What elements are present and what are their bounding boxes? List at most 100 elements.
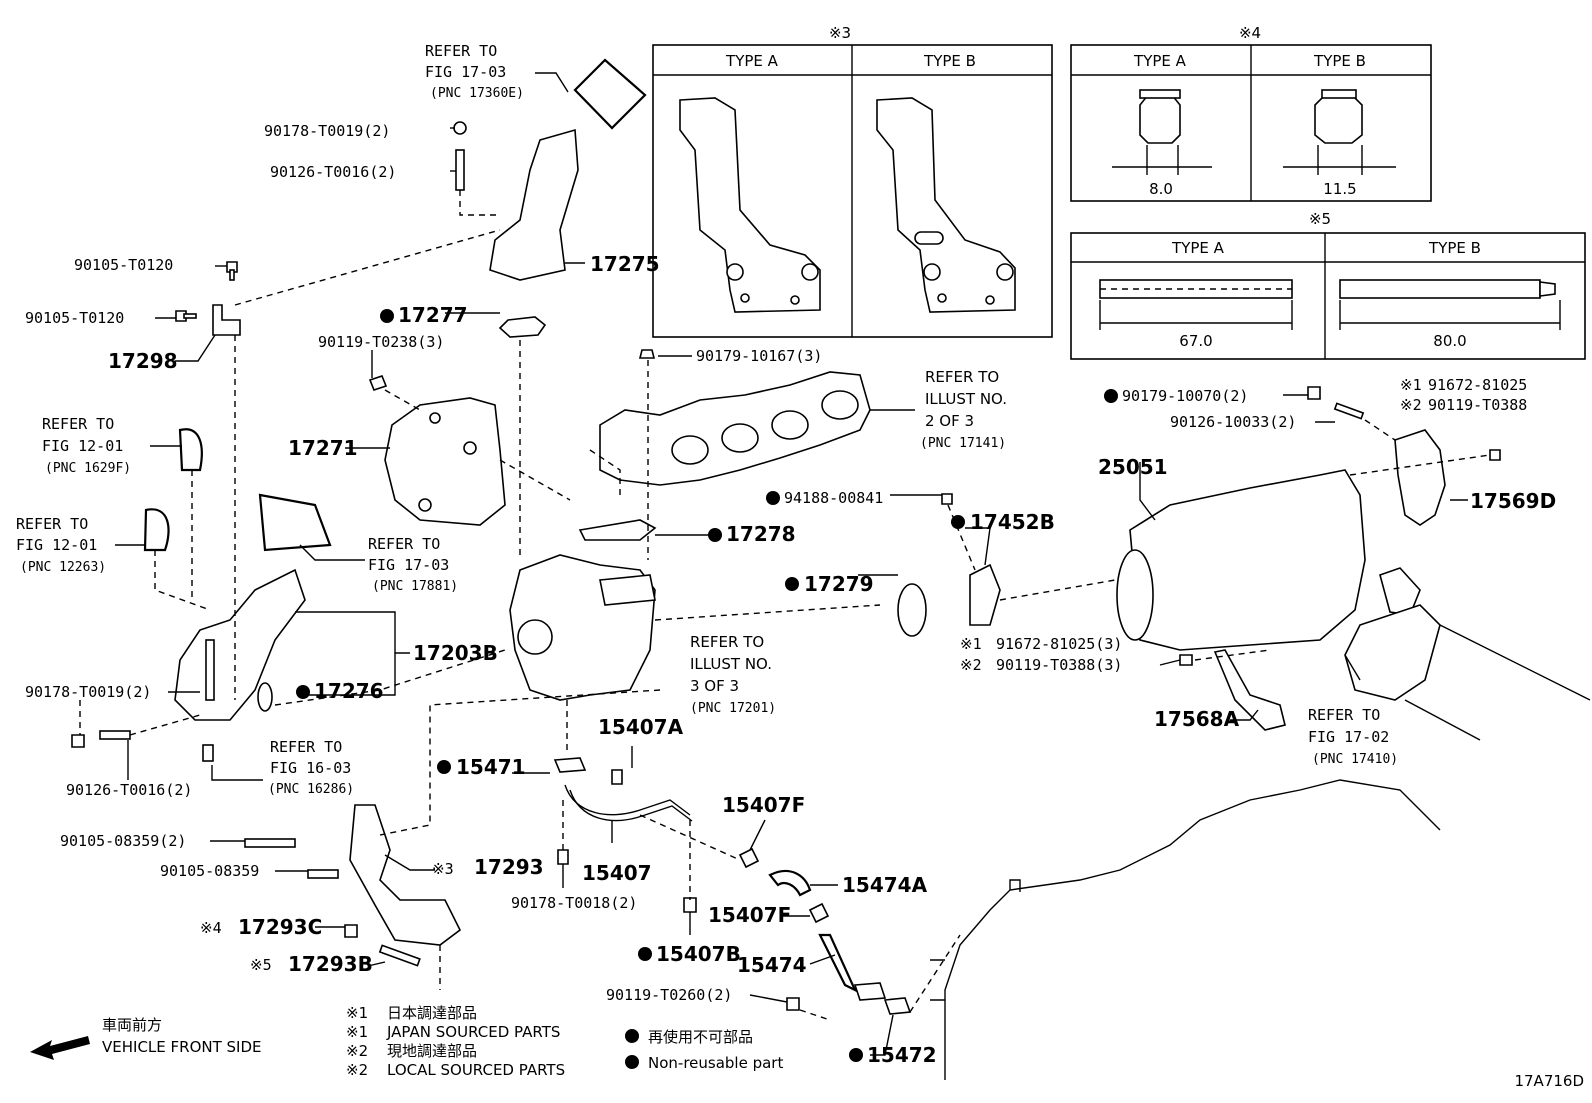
- label-90179-10167: 90179-10167(3): [696, 347, 822, 365]
- svg-text:(PNC 1629F): (PNC 1629F): [45, 461, 131, 476]
- legend: 車両前方 VEHICLE FRONT SIDE ※1 日本調達部品 ※1 JAP…: [30, 1004, 783, 1079]
- label-90178-t0019-left: 90178-T0019(2): [25, 683, 151, 701]
- label-90126-10033: 90126-10033(2): [1170, 413, 1296, 431]
- svg-text:2 OF 3: 2 OF 3: [925, 412, 974, 430]
- svg-text:REFER TO: REFER TO: [925, 368, 999, 386]
- label-91672-81025-top-mark: ※1: [1400, 376, 1422, 394]
- inset-5-dim-a: 67.0: [1179, 332, 1212, 350]
- non-reusable-dot: [638, 947, 652, 961]
- label-15472: 15472: [867, 1043, 937, 1067]
- stud-type-b-drawing: 80.0: [1339, 279, 1561, 350]
- inset-3-type-b: TYPE B: [923, 52, 976, 70]
- label-17271: 17271: [288, 436, 358, 460]
- label-90105-t0120-a: 90105-T0120: [74, 256, 173, 274]
- legend-nonreuse-jp: 再使用不可部品: [648, 1028, 753, 1046]
- legend-note2-en: LOCAL SOURCED PARTS: [387, 1061, 565, 1079]
- label-90119-t0388-bot-mark: ※2: [960, 656, 982, 674]
- leader-lines: [79, 72, 1491, 1056]
- non-reusable-dot: [437, 760, 451, 774]
- label-17293b-mark: ※5: [250, 956, 272, 974]
- inset-5-type-a: TYPE A: [1171, 239, 1225, 257]
- label-15407f-b: 15407F: [708, 903, 791, 927]
- svg-text:(PNC 17141): (PNC 17141): [920, 436, 1006, 451]
- svg-text:3 OF 3: 3 OF 3: [690, 677, 739, 695]
- label-90126-t0016-left: 90126-T0016(2): [66, 781, 192, 799]
- label-17568a: 17568A: [1154, 707, 1240, 731]
- legend-note1-en: JAPAN SOURCED PARTS: [386, 1023, 560, 1041]
- inset-3-mark: ※3: [829, 24, 851, 42]
- svg-text:FIG 17-03: FIG 17-03: [425, 63, 506, 81]
- label-15407a: 15407A: [598, 715, 684, 739]
- label-17279: 17279: [804, 572, 874, 596]
- legend-note2-mark-en: ※2: [346, 1061, 368, 1079]
- legend-front-jp: 車両前方: [102, 1016, 162, 1034]
- refer-17-02: REFER TO FIG 17-02 (PNC 17410): [1308, 706, 1398, 767]
- refer-17-03a: REFER TO FIG 17-03 (PNC 17360E): [425, 42, 524, 101]
- label-15407f-a: 15407F: [722, 793, 805, 817]
- label-90119-t0260: 90119-T0260(2): [606, 986, 732, 1004]
- label-17293c-mark: ※4: [200, 919, 222, 937]
- label-25051: 25051: [1098, 455, 1168, 479]
- label-15407b: 15407B: [656, 942, 741, 966]
- label-90119-t0388-top: 90119-T0388: [1428, 396, 1527, 414]
- svg-text:(PNC 17410): (PNC 17410): [1312, 752, 1398, 767]
- refer-illust-2: REFER TO ILLUST NO. 2 OF 3 (PNC 17141): [920, 368, 1007, 451]
- inset-5-dim-b: 80.0: [1433, 332, 1466, 350]
- inset-4: ※4 TYPE A TYPE B 8.0 11.5: [1070, 24, 1432, 202]
- inset-4-type-b: TYPE B: [1313, 52, 1366, 70]
- inset-5: ※5 TYPE A TYPE B 67.0 80.0: [1070, 210, 1586, 360]
- svg-text:(PNC 17201): (PNC 17201): [690, 701, 776, 716]
- label-91672-81025-bot-mark: ※1: [960, 635, 982, 653]
- nut-type-b-drawing: 11.5: [1283, 89, 1396, 198]
- non-reusable-dot: [849, 1048, 863, 1062]
- svg-text:REFER TO: REFER TO: [425, 42, 497, 60]
- figure-id: 17A716D: [1514, 1072, 1584, 1090]
- stud-type-a-drawing: 67.0: [1099, 279, 1293, 350]
- label-15474a: 15474A: [842, 873, 928, 897]
- svg-text:(PNC 16286): (PNC 16286): [268, 782, 354, 797]
- svg-text:FIG 12-01: FIG 12-01: [16, 536, 97, 554]
- non-reusable-dot: [380, 309, 394, 323]
- label-90119-t0238: 90119-T0238(3): [318, 333, 444, 351]
- svg-text:REFER TO: REFER TO: [690, 633, 764, 651]
- label-17203b: 17203B: [413, 641, 498, 665]
- non-reusable-dot-icon: [625, 1055, 639, 1069]
- label-17569d: 17569D: [1470, 489, 1556, 513]
- non-reusable-dot: [951, 515, 965, 529]
- label-17277: 17277: [398, 303, 468, 327]
- legend-note2-jp: 現地調達部品: [387, 1042, 477, 1060]
- legend-note2-mark-jp: ※2: [346, 1042, 368, 1060]
- inset-3-type-a: TYPE A: [725, 52, 779, 70]
- svg-text:(PNC 17360E): (PNC 17360E): [430, 86, 524, 101]
- label-17298: 17298: [108, 349, 178, 373]
- svg-text:FIG 17-02: FIG 17-02: [1308, 728, 1389, 746]
- nut-type-a-drawing: 8.0: [1112, 89, 1212, 198]
- non-reusable-dot: [708, 528, 722, 542]
- label-17275: 17275: [590, 252, 660, 276]
- label-90105-08359-2: 90105-08359(2): [60, 832, 186, 850]
- svg-text:REFER TO: REFER TO: [42, 415, 114, 433]
- bracket-type-a-drawing: [679, 97, 821, 313]
- legend-note1-jp: 日本調達部品: [387, 1004, 477, 1022]
- non-reusable-dot-icon: [625, 1029, 639, 1043]
- svg-text:REFER TO: REFER TO: [16, 515, 88, 533]
- label-15407: 15407: [582, 861, 652, 885]
- label-90178-t0018: 90178-T0018(2): [511, 894, 637, 912]
- callout-labels: REFER TO FIG 17-03 (PNC 17360E) 90178-T0…: [16, 42, 1556, 1067]
- label-17452b: 17452B: [970, 510, 1055, 534]
- inset-5-type-b: TYPE B: [1428, 239, 1481, 257]
- label-90179-10070: 90179-10070(2): [1122, 387, 1248, 405]
- inset-4-dim-b: 11.5: [1323, 180, 1356, 198]
- non-reusable-dot: [1104, 389, 1118, 403]
- refer-16-03: REFER TO FIG 16-03 (PNC 16286): [268, 738, 354, 797]
- vehicle-front-arrow-icon: [30, 1036, 90, 1060]
- svg-text:FIG 16-03: FIG 16-03: [270, 759, 351, 777]
- label-17278: 17278: [726, 522, 796, 546]
- label-15471: 15471: [456, 755, 526, 779]
- refer-12-01b: REFER TO FIG 12-01 (PNC 12263): [16, 515, 106, 575]
- label-90126-t0016-top: 90126-T0016(2): [270, 163, 396, 181]
- non-reusable-dot: [785, 577, 799, 591]
- svg-text:REFER TO: REFER TO: [1308, 706, 1380, 724]
